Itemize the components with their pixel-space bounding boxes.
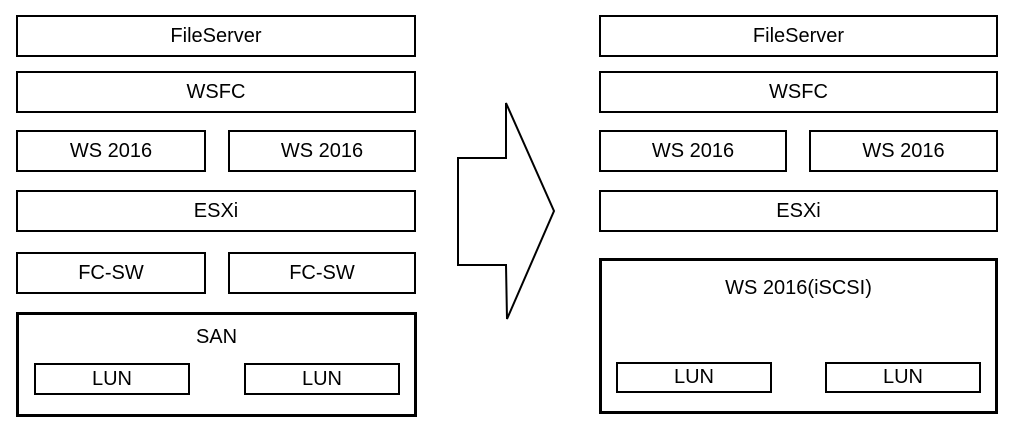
- esxi-box-after: ESXi: [599, 190, 998, 232]
- lun-label-1-before: LUN: [91, 367, 132, 390]
- fcsw-label-2: FC-SW: [289, 261, 355, 284]
- lun-label-2-after: LUN: [882, 366, 923, 388]
- ws2016-label-2-after: WS 2016: [862, 139, 945, 162]
- fcsw-label-1: FC-SW: [78, 261, 144, 284]
- esxi-label-before: ESXi: [193, 199, 239, 222]
- fcsw-box-2: FC-SW: [228, 252, 416, 294]
- fcsw-box-1: FC-SW: [16, 252, 206, 294]
- ws2016-label-1-before: WS 2016: [69, 139, 153, 162]
- san-box: SAN LUN LUN: [16, 312, 417, 417]
- fileserver-label-after: FileServer: [752, 24, 845, 47]
- lun-label-1-after: LUN: [673, 366, 714, 388]
- fileserver-box-before: FileServer: [16, 15, 416, 57]
- fileserver-label-before: FileServer: [170, 24, 262, 47]
- lun-box-1-after: LUN: [616, 362, 772, 393]
- ws2016-box-2-after: WS 2016: [809, 130, 998, 172]
- lun-box-1-before: LUN: [34, 363, 190, 395]
- ws2016-box-2-before: WS 2016: [228, 130, 416, 172]
- iscsi-target-box: WS 2016(iSCSI) LUN LUN: [599, 258, 998, 414]
- iscsi-label: WS 2016(iSCSI): [725, 277, 872, 299]
- lun-box-2-after: LUN: [825, 362, 981, 393]
- ws2016-box-1-before: WS 2016: [16, 130, 206, 172]
- wsfc-box-after: WSFC: [599, 71, 998, 113]
- wsfc-label-before: WSFC: [186, 80, 246, 103]
- wsfc-label-after: WSFC: [769, 80, 828, 103]
- esxi-label-after: ESXi: [776, 199, 821, 222]
- san-label: SAN: [195, 326, 238, 348]
- lun-box-2-before: LUN: [244, 363, 400, 395]
- ws2016-box-1-after: WS 2016: [599, 130, 787, 172]
- ws2016-label-2-before: WS 2016: [280, 139, 364, 162]
- esxi-box-before: ESXi: [16, 190, 416, 232]
- block-arrow-right-icon: [457, 102, 556, 320]
- fileserver-box-after: FileServer: [599, 15, 998, 57]
- lun-label-2-before: LUN: [301, 367, 342, 390]
- ws2016-label-1-after: WS 2016: [651, 139, 735, 162]
- wsfc-box-before: WSFC: [16, 71, 416, 113]
